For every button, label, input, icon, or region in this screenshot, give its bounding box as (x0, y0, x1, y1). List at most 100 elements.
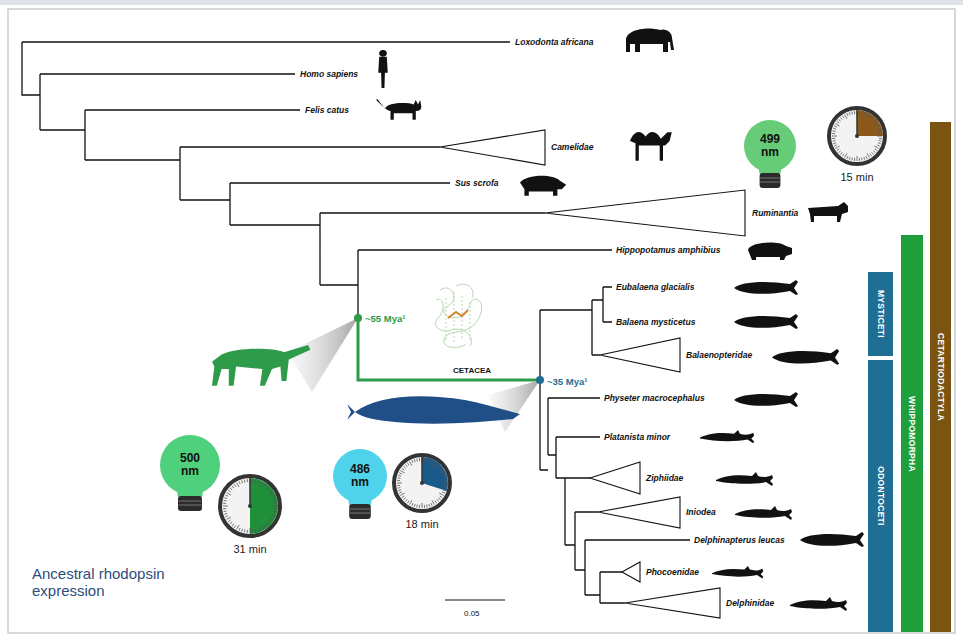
clock-face-part-part (444, 480, 447, 481)
ancestor-cone (488, 380, 540, 432)
clock-face-part-part (855, 134, 859, 138)
clock-face-part-part (840, 152, 842, 154)
clock-face-part-part (438, 466, 440, 468)
wavelength-bulb: 486 nm (331, 447, 389, 523)
clock-face-part-part (835, 146, 839, 149)
clock-face-part-part (244, 480, 246, 483)
clock-face-part-part (224, 497, 227, 499)
clock-face-part-part (412, 503, 413, 506)
clock-face-part-part (439, 493, 443, 496)
clock-face-part-part (230, 488, 232, 490)
clock-face-part-part (264, 484, 266, 486)
clock-face-part-part (254, 529, 256, 532)
whale-silhouette (734, 392, 798, 407)
clock-face-part-part (241, 529, 243, 532)
taxon-label: Felis catus (305, 105, 349, 115)
clock-face-part-part (834, 145, 837, 146)
clock-face-part-part (261, 525, 264, 529)
time-value: 18 min (382, 518, 462, 530)
clock-face-part-part (261, 483, 264, 487)
clock-face-part-part (878, 128, 881, 130)
taxon-label: Eubalaena glacialis (616, 282, 694, 292)
clock-face-part-part (224, 513, 227, 515)
clade-name: MYSTICETI (876, 290, 886, 338)
clock-face-part-part (249, 478, 251, 506)
collapsed-clades-part (622, 562, 640, 582)
clade-band: ODONTOCETI (868, 360, 893, 632)
clock-face-part-part (872, 117, 874, 119)
wavelength-value: 486 nm (345, 456, 376, 497)
clock-face-part-part (832, 138, 835, 139)
clock-face-part-part (842, 154, 844, 156)
pakicetus-figure (212, 345, 310, 386)
clade-name: WHIPPOMORPHA (907, 396, 917, 472)
clock-face-part-part (397, 480, 400, 481)
clock-face-part-part (854, 111, 855, 114)
clock-face-part-part (260, 528, 261, 531)
whale-silhouette (772, 349, 839, 365)
bulb-shape-part (178, 496, 202, 511)
top-strip (0, 0, 963, 5)
clock-face-part-part (416, 505, 418, 508)
ancestor-node (354, 314, 362, 322)
taxon-label: Delphinapterus leucas (694, 535, 785, 545)
whale-silhouette (734, 280, 798, 295)
taxon-label: Balaenopteridae (686, 350, 752, 360)
clock-face-part-part (861, 112, 863, 115)
clock-face-part-part (863, 157, 865, 160)
clock-face-part-part (220, 476, 280, 536)
bulb-shape-part (160, 435, 220, 495)
clock-face-part-part (225, 516, 228, 517)
camel-silhouette (630, 132, 672, 161)
clock-face-part-part (420, 481, 424, 485)
clock-face-part-part (419, 458, 420, 461)
clock-face-part-part (273, 513, 276, 515)
clock-face-part-part (444, 477, 447, 479)
clock-face (817, 105, 897, 167)
clock-face-part-part (400, 471, 404, 474)
human-silhouette (378, 50, 388, 88)
clock-face-part-part (239, 528, 240, 531)
time-value: 31 min (208, 543, 292, 555)
cow-silhouette (808, 202, 848, 222)
clock-face-part-part (414, 504, 416, 507)
clock-face-part (394, 455, 450, 511)
clock-face-part-part (435, 463, 437, 465)
clock-face-part-part (410, 500, 413, 504)
clock-face-part-part (845, 114, 848, 118)
collapsed-clades-part (600, 338, 680, 372)
clock-face-part-part (833, 128, 836, 130)
clock-face-part-part (398, 475, 401, 477)
clock-face-part-part (228, 490, 230, 492)
cetacea-stem (358, 318, 540, 380)
clock-face-part-part (877, 145, 880, 146)
clock-face-part-part (421, 457, 423, 483)
clock-face-part-part (435, 501, 437, 503)
clock-face-part-part (257, 480, 259, 483)
wavelength-value: 500 nm (173, 443, 208, 488)
age-label: ~35 Mya¹ (546, 376, 588, 387)
clock-face-part-part (442, 483, 447, 484)
bulb-shape-part (760, 178, 780, 182)
clock-face-part-part (403, 466, 405, 468)
frame (8, 9, 955, 633)
clock-face-part-part (867, 114, 870, 118)
retinal-release-clock: 15 min (817, 105, 897, 189)
clock-face-part-part (857, 156, 858, 161)
clock-face-part-part (407, 501, 409, 503)
clock-face-part-part (405, 464, 407, 466)
clade-name: CETARTIODACTYLA (936, 333, 946, 421)
clock-face-part-part (879, 133, 882, 134)
clock-face-part-part (428, 504, 430, 507)
clock-face-part-part (870, 116, 872, 118)
clock-face-part-part (837, 149, 839, 151)
clock-face-part-part (829, 108, 885, 164)
tree-branches-part (540, 287, 612, 470)
clock-face (208, 473, 292, 539)
retinal-release-clock: 18 min (382, 452, 462, 536)
clock-face-part-part (437, 464, 439, 466)
clock-face-part-part (838, 119, 840, 121)
